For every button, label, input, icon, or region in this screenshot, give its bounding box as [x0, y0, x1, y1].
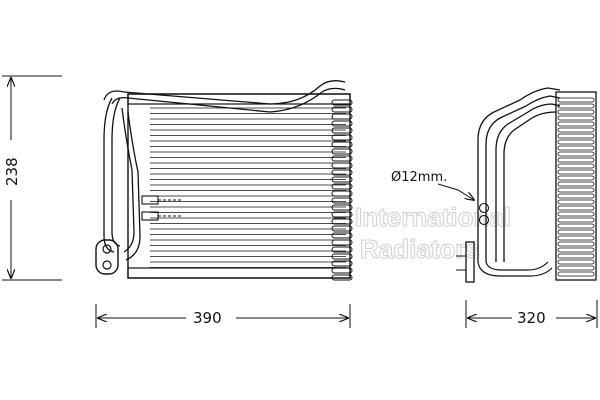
side-fin-tube — [557, 139, 595, 145]
watermark-line1: International — [355, 202, 511, 232]
front-pipe-top-a — [103, 80, 346, 105]
side-fin-tube — [557, 157, 595, 163]
side-fin-tube — [557, 151, 595, 157]
front-header-tube — [331, 176, 353, 183]
side-fin-tube — [557, 205, 595, 211]
front-pipe-down-b — [125, 111, 141, 261]
front-header-tube — [331, 225, 353, 232]
side-fin-tube — [557, 127, 595, 133]
front-core-fins — [150, 107, 346, 268]
front-header-tube — [331, 99, 353, 106]
front-pipe-down-a — [121, 107, 135, 253]
side-fin-tube — [557, 229, 595, 235]
side-fin-tube — [557, 181, 595, 187]
front-header-tube — [331, 183, 353, 190]
side-width-label: 320 — [517, 309, 546, 327]
front-flange-port-bottom — [102, 260, 112, 270]
side-core-outline — [555, 91, 597, 281]
side-fin-tube — [557, 103, 595, 109]
watermark: International Radiators — [355, 202, 512, 265]
side-width-dimension — [465, 300, 598, 328]
pipe-diameter-note: Ø12mm. — [391, 170, 447, 185]
front-bottom-tank — [127, 267, 351, 279]
front-right-header — [331, 99, 353, 281]
front-header-tube — [331, 134, 353, 141]
front-top-tank — [127, 93, 351, 105]
front-header-tube — [331, 141, 353, 148]
side-fin-tube — [557, 169, 595, 175]
front-header-tube — [331, 113, 353, 120]
side-fin-tube — [557, 211, 595, 217]
front-flange — [95, 239, 119, 275]
front-header-tube — [331, 253, 353, 260]
side-fin-tube — [557, 109, 595, 115]
front-width-label: 390 — [193, 309, 222, 327]
side-core-fins — [557, 97, 595, 277]
front-header-tube — [331, 239, 353, 246]
front-width-dimension — [95, 304, 351, 328]
side-fin-tube — [557, 193, 595, 199]
side-fitting-lower — [478, 214, 490, 226]
front-header-tube — [331, 232, 353, 239]
side-fitting-upper — [478, 202, 490, 214]
front-header-tube — [331, 162, 353, 169]
side-fin-tube — [557, 145, 595, 151]
front-pipe-top-b — [111, 87, 346, 113]
side-fin-tube — [557, 259, 595, 265]
side-fin-tube — [557, 265, 595, 271]
watermark-line2: Radiators — [360, 234, 480, 264]
front-header-tube — [331, 190, 353, 197]
front-fitting-top — [141, 195, 159, 205]
side-pipe-bottom-b — [485, 261, 549, 271]
pipe-diameter-leader — [437, 183, 474, 200]
side-pipe-a — [477, 87, 561, 262]
front-header-tube — [331, 106, 353, 113]
side-fin-tube — [557, 199, 595, 205]
front-header-tube — [331, 197, 353, 204]
side-fin-tube — [557, 187, 595, 193]
front-header-tube — [331, 274, 353, 281]
side-fin-tube — [557, 121, 595, 127]
side-view — [456, 87, 597, 283]
side-pipe-b — [485, 95, 561, 262]
side-fin-tube — [557, 175, 595, 181]
side-fin-tube — [557, 217, 595, 223]
height-dimension-label: 238 — [3, 157, 21, 186]
front-header-tube — [331, 218, 353, 225]
front-header-tube — [331, 120, 353, 127]
front-header-tube — [331, 155, 353, 162]
side-pipe-bottom-a — [477, 261, 553, 277]
front-flange-port-top — [102, 244, 112, 254]
side-fin-tube — [557, 223, 595, 229]
front-header-tube — [331, 267, 353, 274]
front-header-tube — [331, 127, 353, 134]
side-fin-tube — [557, 97, 595, 103]
front-header-tube — [331, 148, 353, 155]
front-pipe-outer — [103, 97, 115, 253]
side-fin-tube — [557, 241, 595, 247]
front-pipe-inner — [111, 97, 121, 247]
side-pipe-c — [495, 103, 561, 262]
side-fin-tube — [557, 253, 595, 259]
side-fin-tube — [557, 271, 595, 277]
front-header-tube — [331, 169, 353, 176]
front-fitting-bottom — [141, 211, 159, 221]
front-header-tube — [331, 211, 353, 218]
front-header-tube — [331, 246, 353, 253]
front-core-outline — [127, 93, 351, 279]
front-view — [95, 80, 353, 281]
height-dimension — [2, 75, 62, 281]
side-fin-tube — [557, 235, 595, 241]
front-header-tube — [331, 204, 353, 211]
side-fin-tube — [557, 163, 595, 169]
side-fin-tube — [557, 133, 595, 139]
side-flange — [465, 241, 475, 283]
side-fin-tube — [557, 247, 595, 253]
side-fin-tube — [557, 115, 595, 121]
side-pipe-d — [503, 111, 557, 262]
front-header-tube — [331, 260, 353, 267]
